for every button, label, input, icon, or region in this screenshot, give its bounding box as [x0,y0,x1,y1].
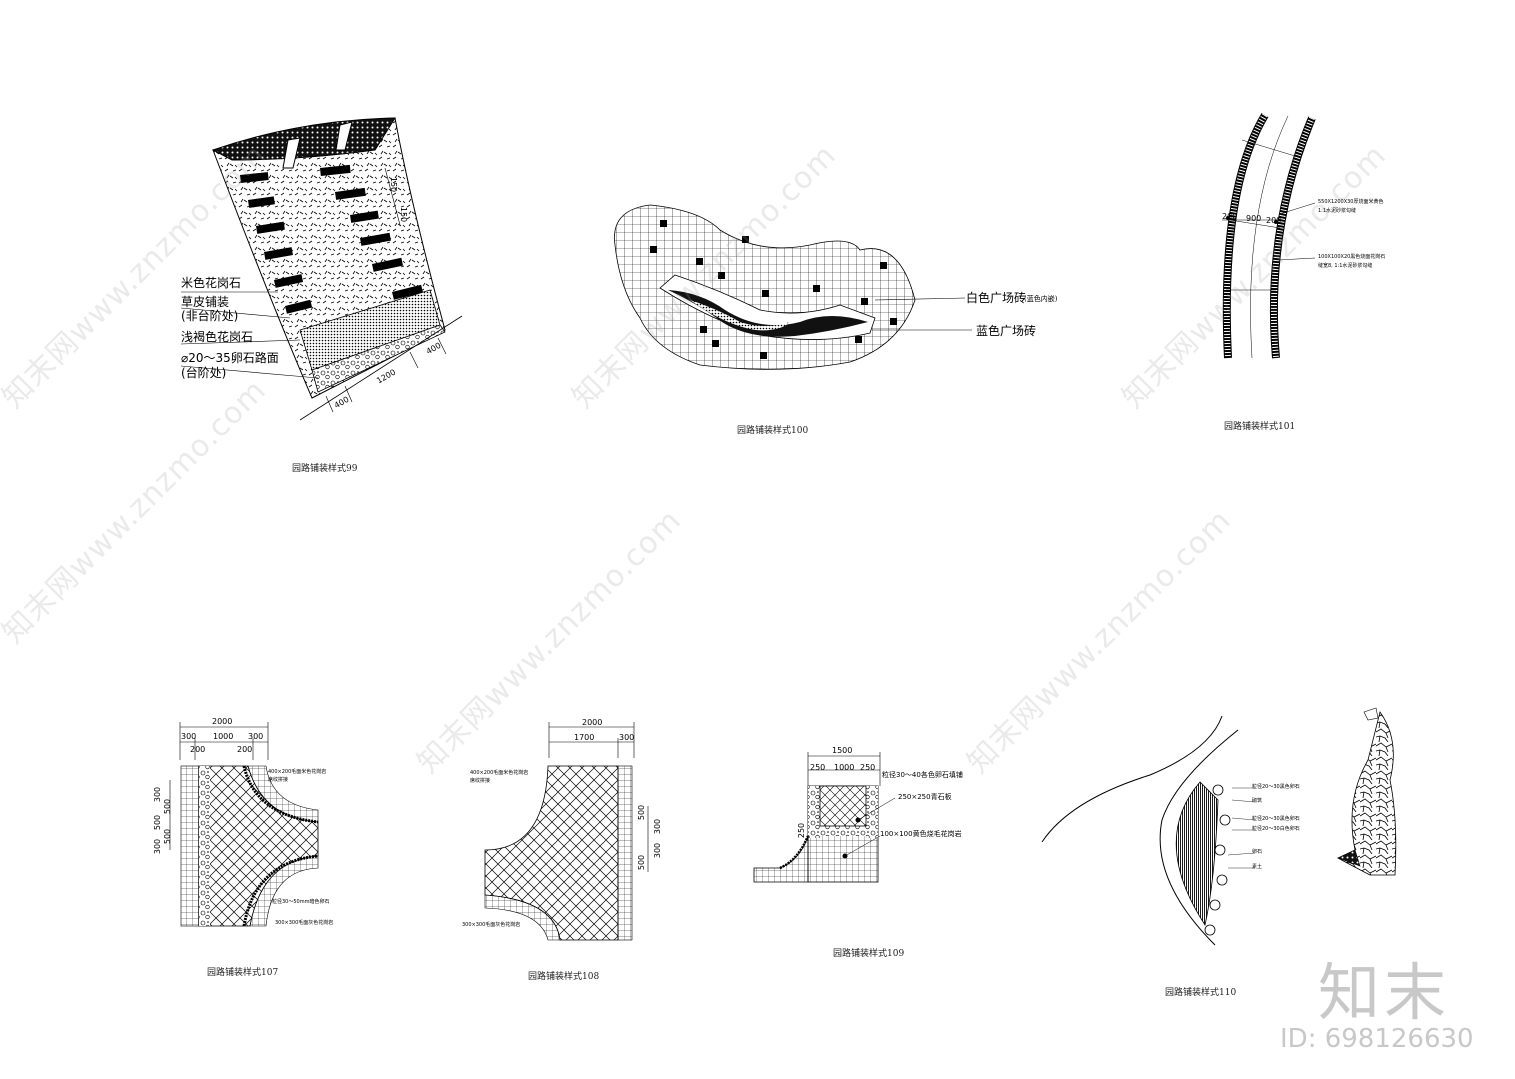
label-99-2: (非台阶处) [181,309,239,323]
pattern-100-plan [614,204,972,370]
dim-108-4: 300 [653,818,663,835]
label-107-2: 粒径30～50mm暗色卵石 [272,899,330,905]
label-99-3: 浅褐色花岗石 [181,330,254,344]
brand-logo: 知末 [1318,956,1451,1029]
dim-107-10: 300 [153,838,163,855]
caption-100: 园路铺装样式100 [737,426,809,436]
dim-108-1: 1700 [574,733,595,742]
caption-110: 园路铺装样式110 [1165,988,1237,998]
dim-108-6: 500 [637,854,647,871]
label-108-2: 300×300毛面灰色花岗岩 [462,922,521,928]
label-110-4: 卵石 [1252,849,1263,855]
dim-101-1: 900 [1246,214,1262,223]
label-107-3: 300×300毛面灰色花岗岩 [275,920,334,926]
caption-101: 园路铺装样式101 [1224,422,1296,432]
caption-99: 园路铺装样式99 [292,464,358,474]
dim-109-0: 1500 [832,746,853,755]
dim-108-0: 2000 [582,718,603,727]
label-100-2: 蓝色广场砖 [976,324,1037,338]
dim-109-2: 1000 [834,763,855,772]
dim-108-5: 300 [653,842,663,859]
label-101-3: 缝宽8, 1:1水泥砂浆勾缝 [1318,263,1373,269]
label-109-2: 100×100黄色烧毛花岗岩 [880,830,962,838]
dim-107-4: 200 [190,745,206,754]
label-99-1: 草皮铺装 [181,295,230,309]
label-110-1: 砌筑 [1252,798,1263,804]
pattern-99-plan [180,117,463,421]
label-109-1: 250×250青石板 [898,793,952,801]
label-109-0: 粒径30～40各色卵石填铺 [882,771,963,779]
label-100-1: (蓝色内嵌) [1024,295,1058,303]
dim-108-3: 500 [637,804,647,821]
label-110-5: 素土 [1252,864,1263,870]
label-110-0: 粒径20～30黑色卵石 [1252,784,1300,790]
caption-108: 园路铺装样式108 [528,972,600,982]
pattern-110-plan [1041,707,1397,946]
dim-99-0: 150 [389,176,399,193]
dim-108-2: 300 [619,733,635,742]
pattern-101-plan [1222,112,1316,359]
dim-107-1: 300 [181,732,197,741]
dim-109-3: 250 [860,763,876,772]
label-99-5: (台阶处) [181,366,227,380]
dim-107-9: 500 [163,828,173,845]
pattern-109-plan [753,752,896,883]
dim-107-8: 500 [153,814,163,831]
label-100-0: 白色广场砖 [966,291,1027,305]
label-101-0: 550X1200X30厚烧面米黄色 [1318,199,1384,205]
label-101-2: 100X100X20黑色烧面花岗石 [1318,254,1386,260]
dim-107-3: 300 [248,732,264,741]
caption-109: 园路铺装样式109 [833,949,905,959]
dim-107-6: 300 [153,786,163,803]
label-108-1: 席纹拼接 [470,778,491,784]
dim-99-1: 150 [399,206,409,223]
dim-109-4: 250 [797,822,807,839]
dim-109-1: 250 [810,763,826,772]
dim-107-7: 500 [163,798,173,815]
pattern-107-plan [169,722,319,927]
label-99-4: ⌀20～35卵石路面 [181,351,279,365]
label-107-0: 400×200毛面米色花岗岩 [268,769,327,775]
label-110-2: 粒径20～30黑色卵石 [1252,816,1300,822]
label-108-0: 400×200毛面米色花岗岩 [470,770,529,776]
dim-107-0: 2000 [212,717,233,726]
label-101-1: 1:1水泥砂浆勾缝 [1318,208,1357,214]
label-107-1: 席纹拼接 [268,777,289,783]
caption-107: 园路铺装样式107 [207,968,279,978]
dim-107-5: 200 [237,745,253,754]
image-id: ID: 698126630 [1280,1024,1474,1054]
label-110-3: 粒径20～30白色卵石 [1252,826,1300,832]
dim-107-2: 1000 [213,732,234,741]
dim-101-0: 200 [1222,212,1238,221]
dim-101-2: 200 [1266,216,1282,225]
pattern-108-plan [484,722,649,941]
label-99-0: 米色花岗石 [181,276,242,290]
